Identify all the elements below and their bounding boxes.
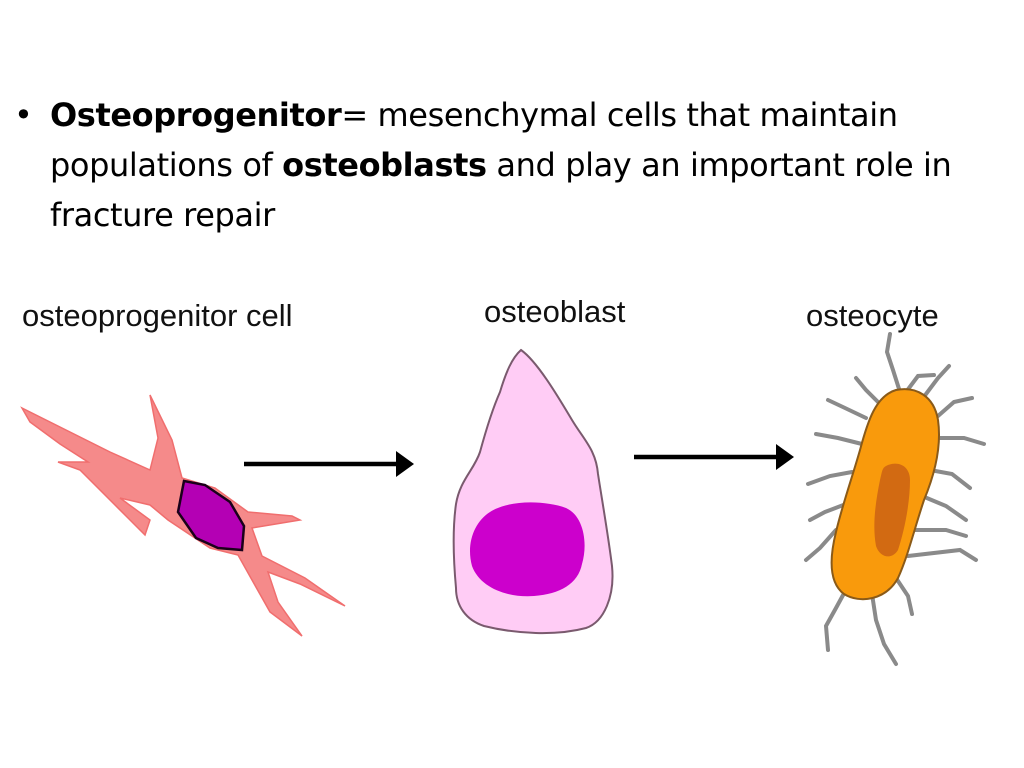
arrow-1-head [396,451,414,477]
term-osteoblasts: osteoblasts [282,146,487,184]
osteoprogenitor-nucleus [176,479,246,552]
osteoblast-nucleus [470,502,585,597]
equals-sign: = [341,96,368,134]
bone-cell-differentiation-diagram: osteoprogenitor cell osteoblast osteocyt… [20,294,986,666]
arrow-1 [244,451,414,477]
definition-text-start: mesenchymal cells that maintain populati… [50,96,898,184]
arrow-2-head [776,444,794,470]
osteoblast-cell [452,348,614,635]
osteocyte-processes [804,332,986,666]
osteocyte-cell [804,332,986,666]
bullet-marker: • [14,96,33,134]
bullet-text: Osteoprogenitor= mesenchymal cells that … [50,90,1014,240]
arrow-2 [634,444,794,470]
osteoprogenitor-cell [20,394,346,637]
label-osteocyte: osteocyte [806,298,939,333]
definition-text-end: and play an important role in fracture r… [50,146,952,234]
osteocyte-nucleus [874,463,910,557]
label-osteoblast: osteoblast [484,294,626,329]
bullet-point: • Osteoprogenitor= mesenchymal cells tha… [14,90,1014,240]
label-osteoprogenitor-cell: osteoprogenitor cell [22,298,293,333]
term-osteoprogenitor: Osteoprogenitor [50,96,342,134]
